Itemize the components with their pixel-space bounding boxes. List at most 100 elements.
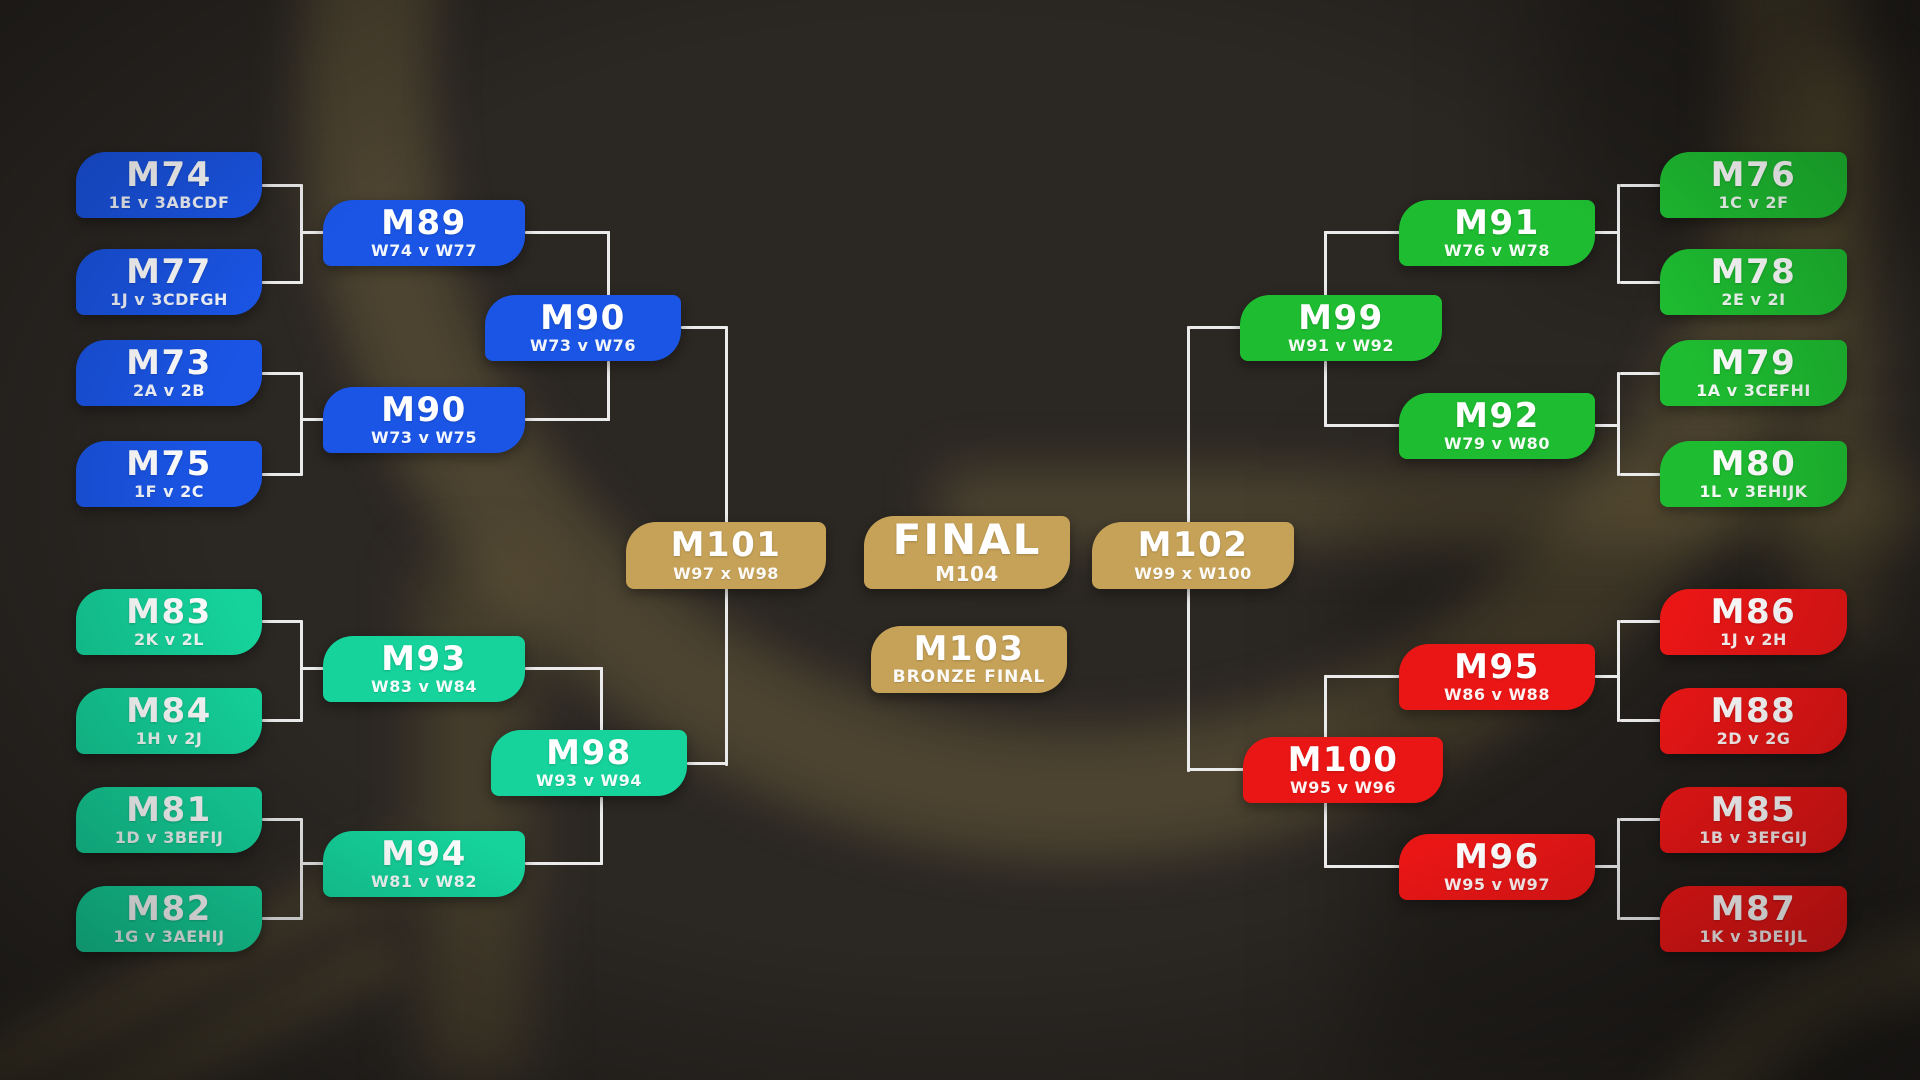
connector-line xyxy=(1620,372,1660,375)
connector-line xyxy=(262,473,302,476)
match-subtitle: 2A v 2B xyxy=(133,381,205,401)
background-shadow-blob xyxy=(1540,0,1920,270)
connector-line xyxy=(1189,768,1245,771)
connector-line xyxy=(262,620,302,623)
connector-line xyxy=(1620,719,1660,722)
match-title: M88 xyxy=(1710,690,1797,731)
connector-line xyxy=(525,231,610,234)
match-title: M92 xyxy=(1454,395,1540,436)
match-subtitle: 1F v 2C xyxy=(133,482,204,502)
match-title: M87 xyxy=(1710,888,1797,929)
connector-line xyxy=(262,917,302,920)
match-subtitle: 1D v 3BEFIJ xyxy=(114,828,224,848)
match-title: M100 xyxy=(1287,739,1399,780)
connector-line xyxy=(1324,675,1327,740)
match-subtitle: M104 xyxy=(935,562,999,587)
match-title: M98 xyxy=(546,732,632,773)
connector-line xyxy=(262,818,302,821)
connector-line xyxy=(300,372,303,476)
connector-line xyxy=(600,797,603,865)
match-title: M83 xyxy=(126,591,212,632)
connector-line xyxy=(1620,473,1660,476)
match-subtitle: W81 v W82 xyxy=(371,872,477,892)
match-subtitle: BRONZE FINAL xyxy=(892,667,1046,688)
match-title: M81 xyxy=(126,789,212,830)
connector-line xyxy=(1324,424,1402,427)
match-title: M74 xyxy=(126,154,212,195)
match-title: M91 xyxy=(1454,202,1540,243)
match-subtitle: 1A v 3CEFHI xyxy=(1696,381,1811,401)
match-subtitle: W73 v W76 xyxy=(530,336,636,356)
connector-line xyxy=(607,361,610,421)
match-title: M90 xyxy=(540,297,626,338)
connector-line xyxy=(300,231,325,234)
match-title: M76 xyxy=(1710,154,1797,195)
match-title: M89 xyxy=(381,202,467,243)
connector-line xyxy=(1324,675,1402,678)
match-subtitle: W95 v W97 xyxy=(1444,875,1550,895)
connector-line xyxy=(300,620,303,722)
connector-line xyxy=(1620,620,1660,623)
connector-line xyxy=(262,719,302,722)
connector-line xyxy=(1595,865,1620,868)
match-subtitle: W86 v W88 xyxy=(1444,685,1550,705)
match-title: M79 xyxy=(1710,342,1797,383)
connector-line xyxy=(1620,917,1660,920)
connector-line xyxy=(1617,620,1620,722)
connector-line xyxy=(525,418,610,421)
connector-line xyxy=(607,231,610,298)
match-subtitle: 1J v 3CDFGH xyxy=(110,290,228,310)
match-title: M94 xyxy=(381,833,467,874)
connector-line xyxy=(525,667,603,670)
connector-line xyxy=(525,862,603,865)
match-subtitle: W76 v W78 xyxy=(1444,241,1550,261)
match-subtitle: 2D v 2G xyxy=(1716,729,1791,749)
match-title: M73 xyxy=(126,342,212,383)
match-subtitle: W93 v W94 xyxy=(536,771,642,791)
connector-line xyxy=(300,667,325,670)
match-subtitle: 1C v 2F xyxy=(1718,193,1789,213)
connector-line xyxy=(687,762,727,765)
connector-line xyxy=(1617,818,1620,920)
connector-line xyxy=(1324,865,1402,868)
connector-line xyxy=(262,372,302,375)
match-subtitle: W97 x W98 xyxy=(673,563,779,583)
connector-line xyxy=(1620,281,1660,284)
match-title: M93 xyxy=(381,638,467,679)
match-subtitle: W73 v W75 xyxy=(371,428,477,448)
connector-line xyxy=(681,326,727,329)
